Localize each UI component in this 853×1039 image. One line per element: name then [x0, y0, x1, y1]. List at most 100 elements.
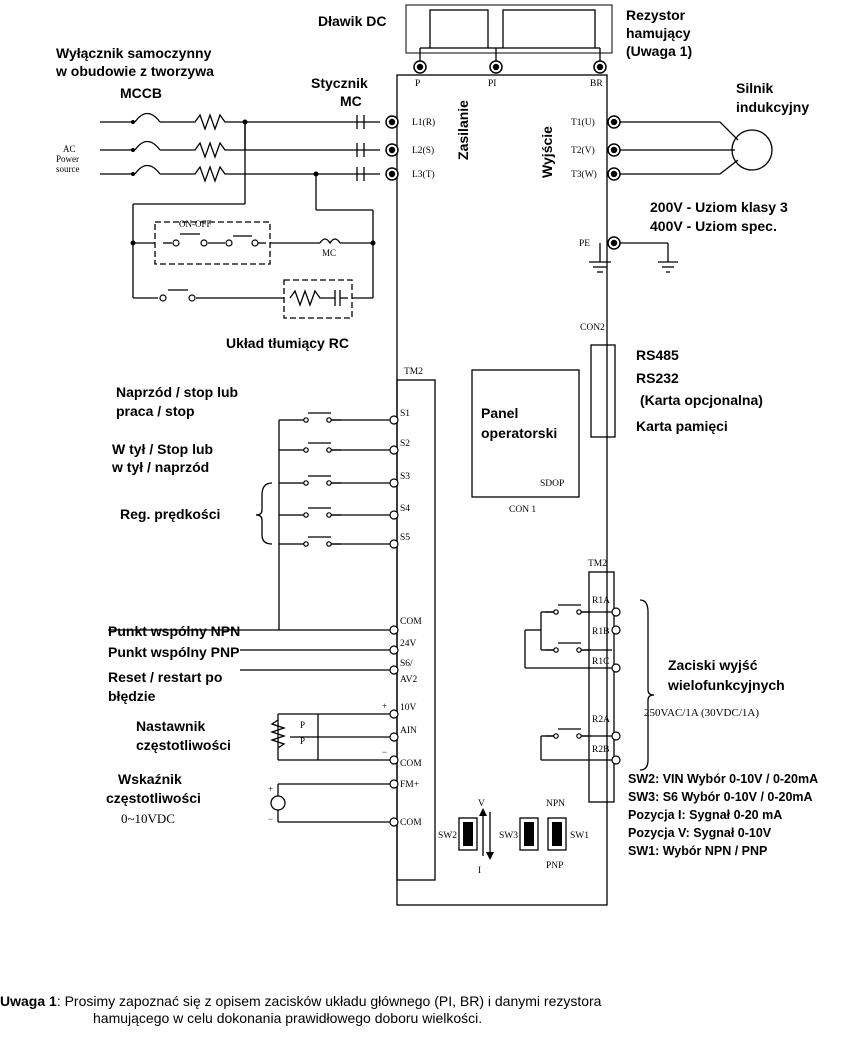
con2-slot — [590, 344, 616, 438]
con2-label: CON2 — [580, 323, 605, 333]
terminal-r1a: R1A — [592, 596, 610, 606]
terminal-r2a: R2A — [592, 715, 610, 725]
tm2-label: TM2 — [404, 367, 423, 377]
freq-setter-label-2: częstotliwości — [136, 737, 231, 753]
i-label: I — [478, 866, 481, 876]
rs232-label: RS232 — [636, 370, 679, 386]
freq-meter-label-1: Wskaźnik — [118, 771, 182, 787]
terminal-s6: S6/ — [400, 659, 413, 669]
multi-output-label-2: wielofunkcyjnych — [667, 677, 785, 693]
relay-rating-label: 250VAC/1A (30VDC/1A) — [644, 707, 759, 719]
terminal-r2b: R2B — [592, 745, 609, 755]
output-label: Wyjście — [539, 126, 555, 178]
terminal-fm: FM+ — [400, 780, 419, 790]
rc-snubber-label: Układ tłumiący RC — [226, 335, 349, 351]
terminal-ain: AIN — [400, 726, 417, 736]
motor-label-2: indukcyjny — [736, 99, 809, 115]
freq-meter-label-2: częstotliwości — [106, 790, 201, 806]
reverse-stop-label-1: W tył / Stop lub — [112, 441, 213, 457]
ac-source-label-3: source — [56, 164, 80, 174]
dc-choke-label: Dławik DC — [318, 13, 386, 29]
inverter-body — [396, 74, 608, 906]
supply-label: Zasilanie — [455, 100, 471, 160]
svg-text:+: + — [268, 784, 273, 794]
rs485-label: RS485 — [636, 347, 679, 363]
forward-stop-label-1: Naprzód / stop lub — [116, 384, 238, 400]
grounding-label-1: 200V - Uziom klasy 3 — [650, 199, 788, 215]
operator-panel-box — [471, 369, 580, 498]
wiring-diagram: Dławik DC Rezystor hamujący (Uwaga 1) Wy… — [55, 4, 818, 906]
sw3-label: SW3 — [499, 831, 518, 841]
reset-label-1: Reset / restart po — [108, 669, 222, 685]
svg-text:−: − — [382, 747, 387, 757]
terminal-br: BR — [590, 79, 603, 89]
on-off-label: ON-OFF — [179, 219, 212, 229]
sw-note-4: Pozycja V: Sygnał 0-10V — [628, 826, 772, 840]
sw-note-2: SW3: S6 Wybór 0-10V / 0-20mA — [628, 790, 813, 804]
svg-text:+: + — [382, 701, 387, 711]
footnote-label: Uwaga 1 — [0, 993, 57, 1009]
terminal-l3: L3(T) — [412, 169, 435, 180]
terminal-s3: S3 — [400, 472, 410, 482]
terminal-r1b: R1B — [592, 627, 609, 637]
terminal-l1: L1(R) — [412, 117, 435, 128]
terminal-s4: S4 — [400, 504, 410, 514]
terminal-10v: 10V — [400, 703, 417, 713]
terminal-s2: S2 — [400, 439, 410, 449]
reverse-stop-label-2: w tył / naprzód — [111, 459, 209, 475]
pnp-label: PNP — [546, 861, 563, 871]
terminal-pe: PE — [579, 239, 590, 249]
terminal-t2: T2(V) — [571, 145, 595, 156]
brake-resistor-label-2: hamujący — [626, 25, 691, 41]
operator-panel-label-2: operatorski — [481, 425, 557, 441]
footnote-text-2: hamującego w celu dokonania prawidłowego… — [93, 1010, 483, 1026]
sw-note-3: Pozycja I: Sygnał 0-20 mA — [628, 808, 782, 822]
terminal-24v: 24V — [400, 639, 417, 649]
mc-coil-label: MC — [322, 248, 336, 258]
contactor-label-1: Stycznik — [311, 75, 368, 91]
tm2-block — [396, 379, 436, 881]
dc-choke-box — [429, 9, 489, 49]
terminal-com-1: COM — [400, 617, 422, 627]
operator-panel-label-1: Panel — [481, 405, 518, 421]
contactor-label-2: MC — [340, 93, 362, 109]
multi-output-label-1: Zaciski wyjść — [668, 657, 758, 673]
pnp-common-label: Punkt wspólny PNP — [108, 644, 239, 660]
sw-note-1: SW2: VIN Wybór 0-10V / 0-20mA — [628, 772, 818, 786]
terminal-com-3: COM — [400, 818, 422, 828]
mccb-label-3: MCCB — [120, 85, 162, 101]
footnote-text-1: : Prosimy zapoznać się z opisem zacisków… — [56, 993, 602, 1009]
freq-setter-label-1: Nastawnik — [136, 718, 205, 734]
sw1-label: SW1 — [570, 831, 589, 841]
mccb-label-2: w obudowie z tworzywa — [55, 63, 214, 79]
reset-label-2: błędzie — [108, 688, 156, 704]
terminal-l2: L2(S) — [412, 145, 434, 156]
con1-label: CON 1 — [509, 505, 536, 515]
speed-reg-label: Reg. prędkości — [120, 506, 220, 522]
ac-source-label-2: Power — [56, 154, 79, 164]
option-card-label: (Karta opcjonalna) — [640, 392, 763, 408]
terminal-p: P — [415, 79, 420, 89]
terminal-t1: T1(U) — [571, 117, 595, 128]
brake-resistor-label-3: (Uwaga 1) — [626, 43, 692, 59]
freq-meter-label-3: 0~10VDC — [121, 811, 175, 826]
npn-label: NPN — [546, 799, 565, 809]
terminal-av2: AV2 — [400, 675, 417, 685]
sdop-label: SDOP — [540, 479, 564, 489]
terminal-r1c: R1C — [592, 657, 609, 667]
sw-note-5: SW1: Wybór NPN / PNP — [628, 844, 767, 858]
terminal-pi: PI — [488, 79, 496, 89]
forward-stop-label-2: praca / stop — [116, 403, 195, 419]
tm2-relay-label: TM2 — [588, 559, 607, 569]
motor-label-1: Silnik — [736, 80, 774, 96]
footnote: Uwaga 1: Prosimy zapoznać się z opisem z… — [0, 993, 853, 1027]
sw2-label: SW2 — [438, 831, 457, 841]
mccb-label-1: Wyłącznik samoczynny — [56, 45, 212, 61]
npn-common-label: Punkt wspólny NPN — [108, 623, 240, 639]
ac-source-label-1: AC — [63, 144, 76, 154]
v-label: V — [478, 799, 485, 809]
terminal-t3: T3(W) — [571, 169, 597, 180]
memory-card-label: Karta pamięci — [636, 418, 728, 434]
pot-p-label-2: P — [300, 736, 305, 746]
motor-symbol — [731, 129, 773, 171]
